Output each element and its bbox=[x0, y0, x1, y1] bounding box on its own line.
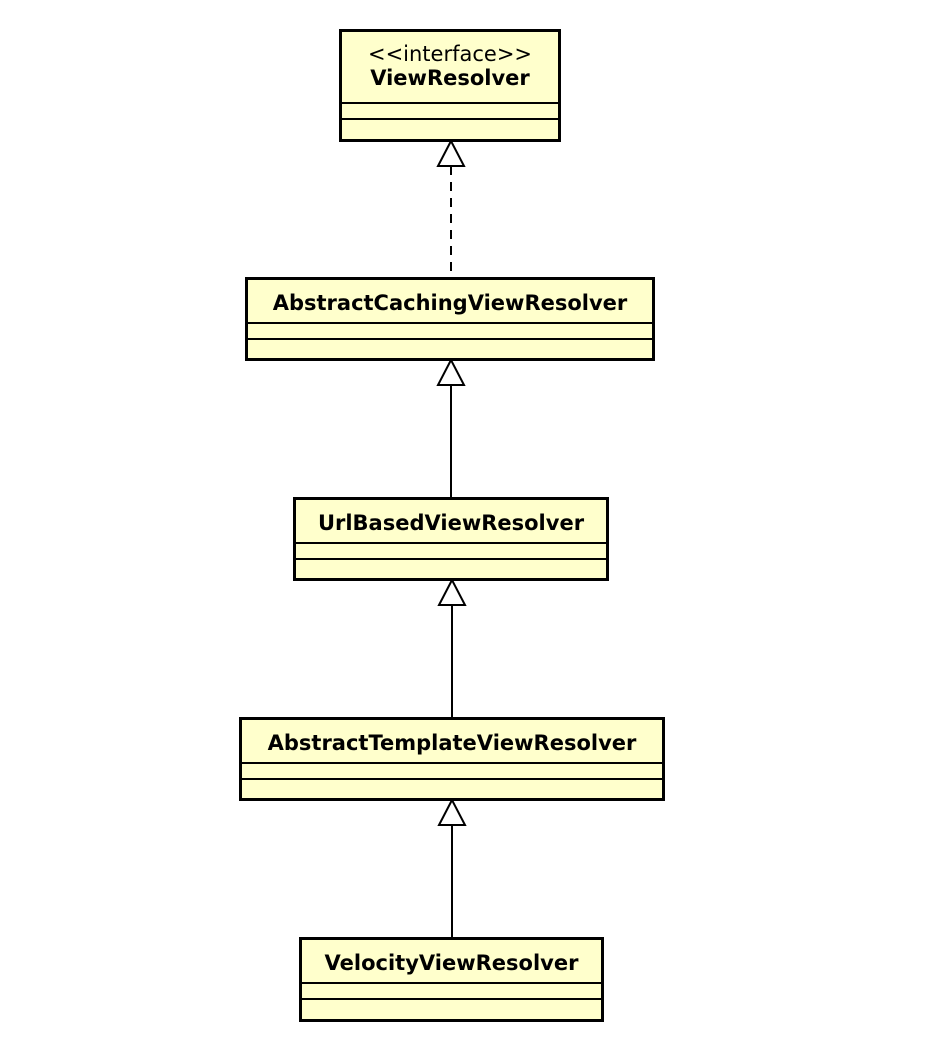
class-name: VelocityViewResolver bbox=[324, 951, 579, 975]
operations-divider bbox=[296, 558, 606, 560]
generalization-arrowhead bbox=[436, 357, 466, 386]
operations-divider bbox=[248, 338, 652, 340]
realization-arrowhead bbox=[436, 138, 466, 167]
operations-divider bbox=[302, 998, 601, 1000]
class-name: ViewResolver bbox=[370, 66, 530, 90]
attributes-divider bbox=[242, 762, 662, 764]
class-box-view-resolver[interactable]: <<interface>> ViewResolver bbox=[339, 29, 561, 142]
class-box-abstract-template-view-resolver[interactable]: AbstractTemplateViewResolver bbox=[239, 717, 665, 801]
attributes-divider bbox=[296, 542, 606, 544]
class-box-url-based-view-resolver[interactable]: UrlBasedViewResolver bbox=[293, 497, 609, 581]
attributes-divider bbox=[248, 322, 652, 324]
operations-divider bbox=[342, 118, 558, 120]
generalization-arrowhead bbox=[437, 577, 467, 606]
class-name: AbstractCachingViewResolver bbox=[272, 291, 628, 315]
class-stereotype: <<interface>> bbox=[367, 42, 533, 66]
class-name: AbstractTemplateViewResolver bbox=[267, 731, 637, 755]
attributes-divider bbox=[302, 982, 601, 984]
class-box-abstract-caching-view-resolver[interactable]: AbstractCachingViewResolver bbox=[245, 277, 655, 361]
generalization-arrowhead bbox=[437, 797, 467, 826]
operations-divider bbox=[242, 778, 662, 780]
class-box-velocity-view-resolver[interactable]: VelocityViewResolver bbox=[299, 937, 604, 1022]
class-name: UrlBasedViewResolver bbox=[317, 511, 585, 535]
attributes-divider bbox=[342, 102, 558, 104]
